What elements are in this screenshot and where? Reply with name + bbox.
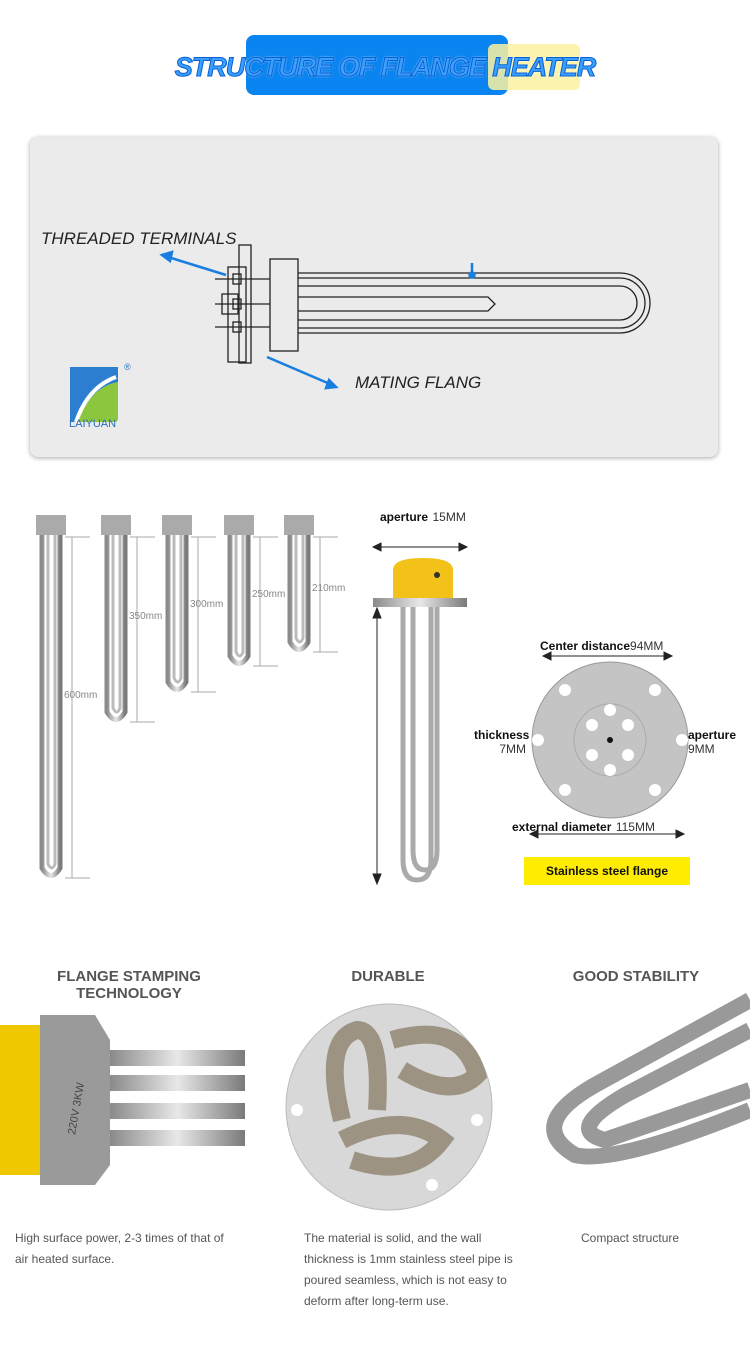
title-background bbox=[246, 35, 508, 95]
page-title: STRUCTURE OF FLANGE HEATER bbox=[174, 52, 597, 83]
feature-title-stamping: FLANGE STAMPING TECHNOLOGY bbox=[57, 968, 201, 1002]
flange-hole bbox=[649, 684, 661, 696]
length-label: 350mm bbox=[129, 611, 163, 622]
thickness-label: thickness 7MM bbox=[474, 728, 530, 756]
length-label: 250mm bbox=[252, 588, 286, 600]
threaded-terminals-label: THREADED TERMINALS bbox=[41, 229, 237, 248]
flange-hole bbox=[586, 749, 598, 761]
flange-hole bbox=[604, 764, 616, 776]
stability-tube-image bbox=[546, 992, 750, 1165]
flange-heater-drawing bbox=[70, 244, 651, 423]
heater-size-lineup bbox=[36, 515, 338, 879]
length-label: 210mm bbox=[312, 583, 346, 594]
feature-desc-durable: The material is solid, and the wall thic… bbox=[304, 1231, 513, 1308]
title-highlight bbox=[488, 44, 580, 90]
heater-1 bbox=[101, 515, 155, 723]
external-diameter-label: external diameter 115MM bbox=[512, 820, 655, 834]
heater-0 bbox=[36, 515, 90, 879]
flange-hole bbox=[559, 684, 571, 696]
length-label: 300mm bbox=[190, 599, 224, 610]
mating-flange-label: MATING FLANG bbox=[355, 373, 482, 392]
stainless-flange-image bbox=[528, 651, 689, 839]
center-distance-label: Center distance94MM bbox=[540, 639, 664, 653]
flange-hole bbox=[586, 719, 598, 731]
flange-hole bbox=[649, 784, 661, 796]
stainless-steel-flange-badge: Stainless steel flange bbox=[524, 857, 690, 885]
durable-flange-image bbox=[285, 1003, 493, 1211]
yellow-cap-heater-image bbox=[371, 542, 469, 886]
heater-2 bbox=[162, 515, 216, 693]
flange-stamping-image: 220V 3KW bbox=[0, 1015, 245, 1185]
logo-text: LAIYUAN bbox=[69, 418, 117, 430]
flange-hole bbox=[559, 784, 571, 796]
registered-mark: ® bbox=[124, 362, 131, 372]
length-label: 600mm bbox=[64, 690, 98, 702]
aperture-9-label: aperture 9MM bbox=[688, 728, 737, 756]
heater-4 bbox=[284, 515, 338, 653]
laiyuan-logo-icon bbox=[70, 367, 118, 423]
feature-title-stability: GOOD STABILITY bbox=[572, 968, 700, 985]
flange-hole bbox=[676, 734, 688, 746]
flange-hole bbox=[604, 704, 616, 716]
flange-hole bbox=[622, 719, 634, 731]
feature-title-durable: DURABLE bbox=[351, 968, 425, 985]
heater-3 bbox=[224, 515, 278, 667]
flange-hole bbox=[622, 749, 634, 761]
feature-desc-stability: Compact structure bbox=[581, 1231, 680, 1245]
aperture-15-label: aperture 15MM bbox=[380, 510, 466, 524]
flange-hole bbox=[532, 734, 544, 746]
feature-desc-stamping: High surface power, 2-3 times of that of… bbox=[15, 1231, 224, 1266]
